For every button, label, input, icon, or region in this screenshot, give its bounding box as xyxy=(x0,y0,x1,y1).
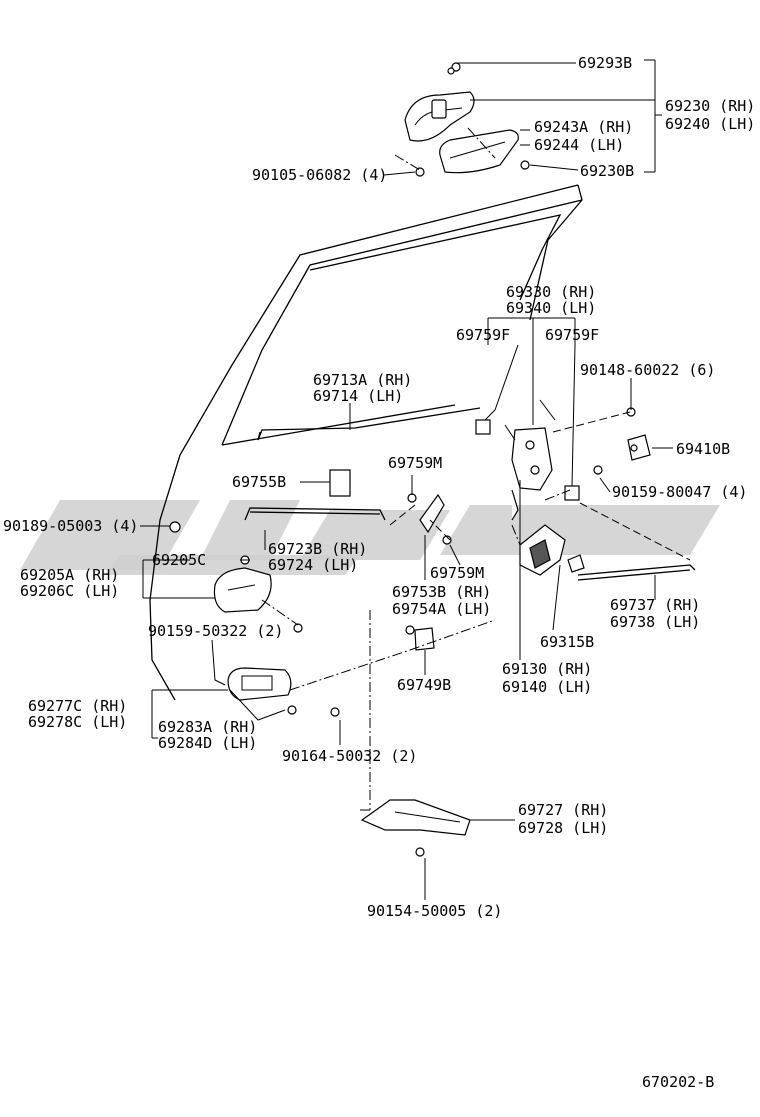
watermark xyxy=(20,500,720,575)
label-69284D: 69284D (LH) xyxy=(158,734,257,752)
label-69340: 69340 (LH) xyxy=(506,299,596,317)
label-69283A: 69283A (RH) xyxy=(158,718,257,736)
label-69244: 69244 (LH) xyxy=(534,136,624,154)
label-69130: 69130 (RH) xyxy=(502,660,592,678)
label-69759F-right: 69759F xyxy=(545,326,599,344)
label-69713A: 69713A (RH) xyxy=(313,371,412,389)
label-69759F-left: 69759F xyxy=(456,326,510,344)
assembly-lines xyxy=(261,127,691,811)
label-90148: 90148-60022 (6) xyxy=(580,361,715,379)
label-69140: 69140 (LH) xyxy=(502,678,592,696)
label-69728: 69728 (LH) xyxy=(518,819,608,837)
label-69278C: 69278C (LH) xyxy=(28,713,127,731)
label-69724: 69724 (LH) xyxy=(268,556,358,574)
label-69753B: 69753B (RH) xyxy=(392,583,491,601)
striker xyxy=(593,407,651,475)
door-outline xyxy=(149,184,583,701)
remote-rod xyxy=(244,507,386,521)
label-69759M-bottom: 69759M xyxy=(430,564,484,582)
part-69755B xyxy=(329,469,351,497)
screws xyxy=(169,521,415,635)
label-69240-lh: 69240 (LH) xyxy=(665,115,755,133)
label-90159-50322: 90159-50322 (2) xyxy=(148,622,283,640)
label-69755B: 69755B xyxy=(232,473,286,491)
label-69737: 69737 (RH) xyxy=(610,596,700,614)
label-90164: 90164-50032 (2) xyxy=(282,747,417,765)
label-90189: 90189-05003 (4) xyxy=(3,517,138,535)
label-69759M-top: 69759M xyxy=(388,454,442,472)
label-69230-rh: 69230 (RH) xyxy=(665,97,755,115)
label-90154: 90154-50005 (2) xyxy=(367,902,502,920)
label-69727: 69727 (RH) xyxy=(518,801,608,819)
part-labels: 69293B 69230 (RH) 69240 (LH) 69243A (RH)… xyxy=(3,54,755,1091)
label-69330: 69330 (RH) xyxy=(506,283,596,301)
label-69243A: 69243A (RH) xyxy=(534,118,633,136)
label-69206C: 69206C (LH) xyxy=(20,582,119,600)
label-69714: 69714 (LH) xyxy=(313,387,403,405)
leader-lines xyxy=(140,59,673,900)
label-69754A: 69754A (LH) xyxy=(392,600,491,618)
outside-handle xyxy=(404,62,530,177)
label-69293B: 69293B xyxy=(578,54,632,72)
label-90159-80047: 90159-80047 (4) xyxy=(612,483,747,501)
handle-bezel xyxy=(227,667,340,717)
label-69315B: 69315B xyxy=(540,633,594,651)
lock-lever xyxy=(407,493,452,651)
label-69738: 69738 (LH) xyxy=(610,613,700,631)
label-69205A: 69205A (RH) xyxy=(20,566,119,584)
bottom-bracket xyxy=(360,799,471,857)
label-69230B: 69230B xyxy=(580,162,634,180)
label-69277C: 69277C (RH) xyxy=(28,697,127,715)
label-90105: 90105-06082 (4) xyxy=(252,166,387,184)
lock-rod-upper xyxy=(257,407,580,501)
label-69749B: 69749B xyxy=(397,676,451,694)
label-69410B: 69410B xyxy=(676,440,730,458)
label-69205C: 69205C xyxy=(152,551,206,569)
label-69723B: 69723B (RH) xyxy=(268,540,367,558)
figure-code: 670202-B xyxy=(642,1073,714,1091)
